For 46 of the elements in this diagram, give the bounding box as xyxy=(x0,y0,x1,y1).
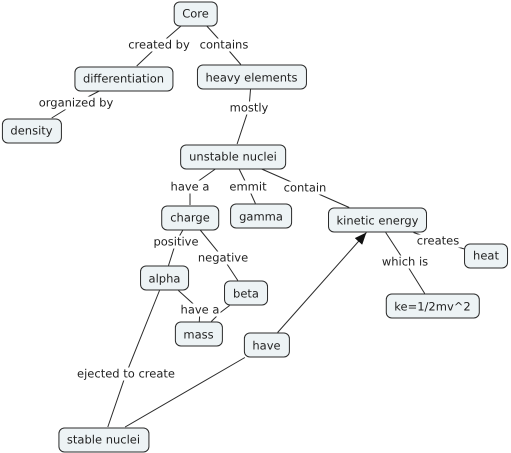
concept-label: gamma xyxy=(239,209,283,223)
concept-box xyxy=(328,208,428,232)
connector-line xyxy=(107,290,160,428)
link-label: have a xyxy=(170,180,210,194)
link-label: contain xyxy=(282,182,328,194)
concept-label: Core xyxy=(182,6,209,20)
link-label: ejected to create xyxy=(76,368,176,380)
link-label: organized by xyxy=(38,96,114,110)
link-label: emmit xyxy=(228,180,268,194)
link-label: positive xyxy=(152,236,200,248)
link-label: have a xyxy=(180,304,220,316)
link-label: which is xyxy=(380,256,430,268)
concept-label: have xyxy=(252,338,281,352)
concept-label: kinetic energy xyxy=(336,213,418,227)
concept-box xyxy=(224,280,268,306)
concept-box xyxy=(1,118,62,143)
concept-label: heat xyxy=(473,248,499,262)
concept-label: heavy elements xyxy=(205,70,298,84)
link-label: negative xyxy=(196,252,250,264)
concept-box xyxy=(385,294,480,318)
concept-label: ke=1/2mv^2 xyxy=(394,299,471,313)
concept-box xyxy=(464,243,508,268)
concept-label: mass xyxy=(183,327,214,341)
concept-box xyxy=(196,64,307,90)
concept-label: beta xyxy=(233,286,259,300)
concept-box xyxy=(74,66,174,91)
concept-label: differentiation xyxy=(82,72,164,86)
concept-box xyxy=(180,144,286,169)
concept-box xyxy=(230,204,292,228)
arrow xyxy=(277,232,367,333)
link-label: creates xyxy=(416,234,460,248)
concept-box xyxy=(140,266,190,290)
link-label: created by xyxy=(127,38,191,52)
concept-label: stable nuclei xyxy=(66,432,140,446)
concept-box xyxy=(161,205,219,230)
concept-box xyxy=(58,427,150,452)
concept-box xyxy=(173,1,218,26)
connector-line xyxy=(124,357,246,428)
concept-box xyxy=(243,332,290,358)
link-label: contains xyxy=(198,38,250,52)
concept-label: density xyxy=(10,124,53,138)
concept-label: unstable nuclei xyxy=(189,150,277,164)
concept-label: alpha xyxy=(148,271,180,285)
concept-label: charge xyxy=(170,210,210,224)
concept-box xyxy=(174,322,223,346)
link-label: mostly xyxy=(228,102,270,114)
